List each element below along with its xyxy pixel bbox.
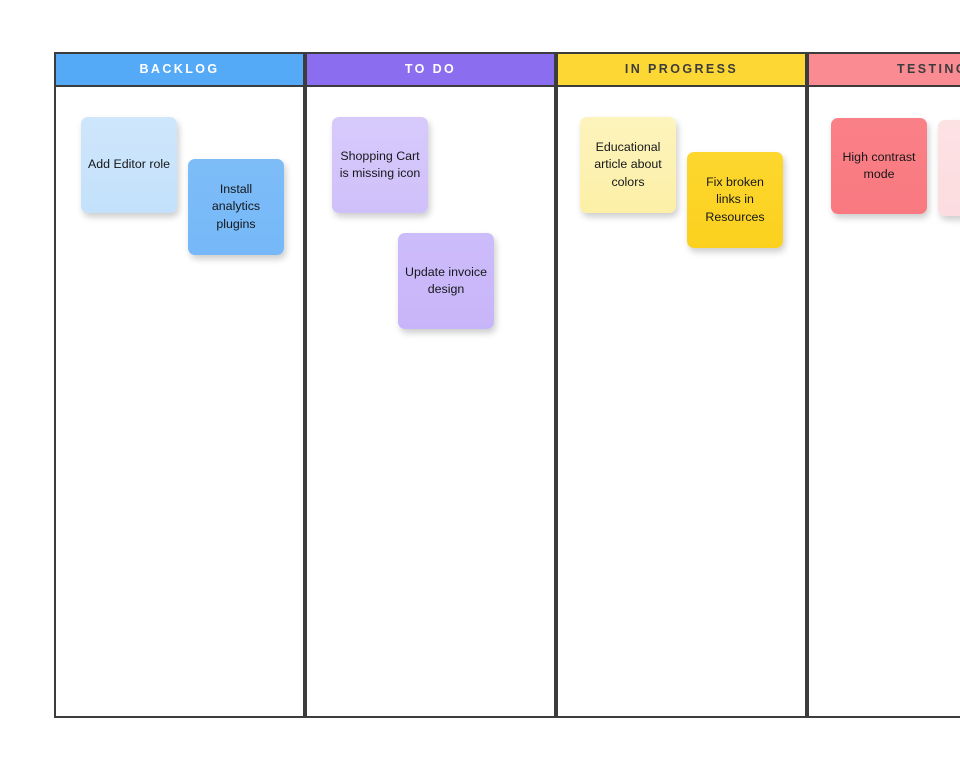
- column-title-label: IN PROGRESS: [624, 62, 739, 77]
- column-title-label: TESTING: [897, 62, 960, 77]
- kanban-card-text: Educational article about colors: [594, 140, 662, 189]
- kanban-card-text: High contrast mode: [842, 149, 916, 181]
- kanban-card[interactable]: Educational article about colors: [580, 117, 676, 213]
- kanban-card-text: Fix broken links in Resources: [705, 175, 765, 224]
- column-header-testing[interactable]: TESTING: [807, 52, 960, 87]
- column-title-label: BACKLOG: [139, 62, 220, 77]
- kanban-card-text: Shopping Cart is missing icon: [339, 148, 421, 180]
- kanban-card[interactable]: Update invoice design: [398, 233, 494, 329]
- kanban-card[interactable]: Fix broken links in Resources: [687, 152, 783, 248]
- column-header-to-do[interactable]: TO DO: [305, 52, 556, 87]
- kanban-card[interactable]: Shopping Cart is missing icon: [332, 117, 428, 213]
- kanban-column-in-progress: IN PROGRESS Educational article about col…: [556, 52, 807, 718]
- kanban-card[interactable]: Install analytics plugins: [188, 159, 284, 255]
- column-header-in-progress[interactable]: IN PROGRESS: [556, 52, 807, 87]
- kanban-card-text: Add Editor role: [88, 157, 170, 172]
- column-header-backlog[interactable]: BACKLOG: [54, 52, 305, 87]
- kanban-card[interactable]: c: [938, 120, 960, 216]
- kanban-card[interactable]: High contrast mode: [831, 118, 927, 214]
- column-card-area-testing: High contrast mode c: [807, 87, 960, 718]
- column-title-label: TO DO: [404, 62, 457, 77]
- kanban-column-testing: TESTING High contrast mode c: [807, 52, 960, 718]
- kanban-card-text: Update invoice design: [405, 264, 487, 296]
- kanban-card-text: Install analytics plugins: [211, 182, 261, 231]
- kanban-card[interactable]: Add Editor role: [81, 117, 177, 213]
